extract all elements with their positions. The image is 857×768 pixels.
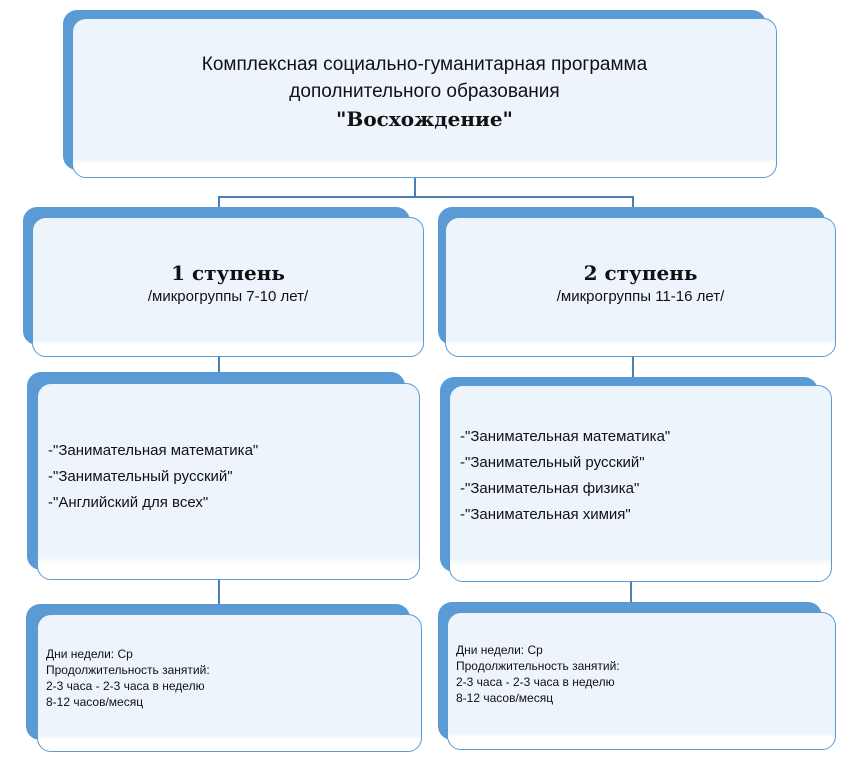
- course-item: -"Занимательная математика": [460, 427, 671, 445]
- root-box: Комплексная социально-гуманитарная прогр…: [72, 18, 777, 178]
- connector-right-3: [630, 582, 632, 602]
- schedule-duration-label: Продолжительность занятий:: [46, 663, 210, 677]
- connector-left-3: [218, 580, 220, 604]
- schedule-hours-month: 8-12 часов/месяц: [46, 695, 144, 709]
- level2-courses-box: -"Занимательная математика" -"Заниматель…: [449, 385, 832, 582]
- schedule-hours-week: 2-3 часа - 2-3 часа в неделю: [46, 679, 205, 693]
- connector-right-2: [632, 356, 634, 377]
- connector-horizontal: [218, 196, 633, 198]
- root-title-line1: Комплексная социально-гуманитарная прогр…: [201, 54, 648, 75]
- connector-left-1: [218, 196, 220, 208]
- course-item: -"Занимательный русский": [48, 467, 233, 485]
- connector-left-2: [218, 356, 220, 372]
- level2-title: 2 ступень: [583, 261, 698, 285]
- connector-right-1: [632, 196, 634, 208]
- level2-schedule-box: Дни недели: Ср Продолжительность занятий…: [447, 612, 836, 750]
- schedule-days: Дни недели: Ср: [456, 643, 543, 657]
- root-title-line2: дополнительного образования: [289, 81, 560, 102]
- level1-schedule-box: Дни недели: Ср Продолжительность занятий…: [37, 614, 422, 752]
- schedule-days: Дни недели: Ср: [46, 647, 133, 661]
- course-item: -"Занимательная математика": [48, 441, 259, 459]
- course-item: -"Занимательная химия": [460, 505, 631, 523]
- schedule-hours-month: 8-12 часов/месяц: [456, 691, 554, 705]
- course-item: -"Занимательная физика": [460, 479, 640, 497]
- connector-root: [414, 177, 416, 197]
- level1-courses-box: -"Занимательная математика" -"Заниматель…: [37, 383, 420, 580]
- program-name: "Восхождение": [336, 107, 513, 131]
- schedule-hours-week: 2-3 часа - 2-3 часа в неделю: [456, 675, 615, 689]
- schedule-duration-label: Продолжительность занятий:: [456, 659, 620, 673]
- level2-box: 2 ступень /микрогруппы 11-16 лет/: [445, 217, 836, 357]
- course-item: -"Английский для всех": [48, 493, 209, 511]
- level1-subtitle: /микрогруппы 7-10 лет/: [147, 288, 309, 305]
- level1-box: 1 ступень /микрогруппы 7-10 лет/: [32, 217, 424, 357]
- course-item: -"Занимательный русский": [460, 453, 645, 471]
- level1-title: 1 ступень: [171, 261, 285, 285]
- level2-subtitle: /микрогруппы 11-16 лет/: [556, 288, 725, 305]
